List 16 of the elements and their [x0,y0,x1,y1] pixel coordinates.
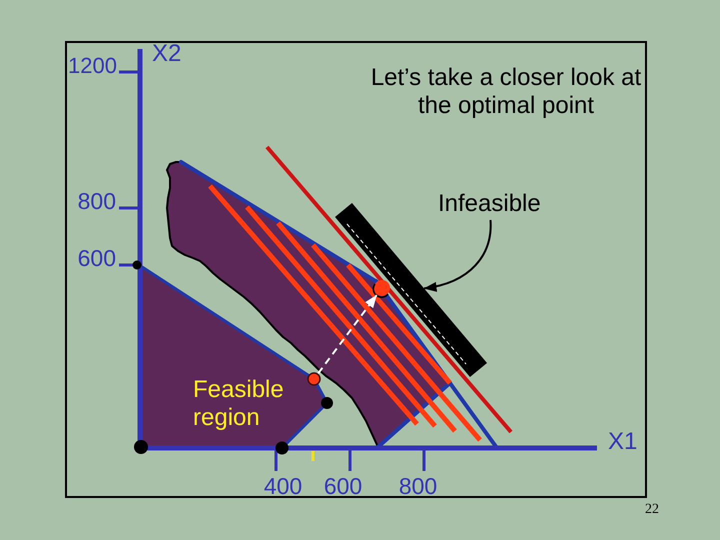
annotation-text: Let’s take a closer look at the optimal point [370,64,642,120]
axis-tick-label: 800 [398,473,438,499]
axis-title: X1 [608,428,638,456]
curved-arrow [424,220,492,292]
axis-tick-label: 600 [78,245,116,271]
corner-point-icon [307,372,321,386]
region-label: Feasible region [193,376,285,432]
annotation-text: Infeasible [438,190,541,218]
axis-tick-label: 1200 [68,53,117,79]
axis-title: X2 [152,40,182,68]
axis-tick-label: 600 [324,473,362,499]
optimal-point-icon [372,280,390,298]
axis-tick-label: 800 [78,188,116,214]
page-number: 22 [645,502,659,518]
axis-tick-label: 400 [264,473,302,499]
dashed-arrow [317,294,378,374]
